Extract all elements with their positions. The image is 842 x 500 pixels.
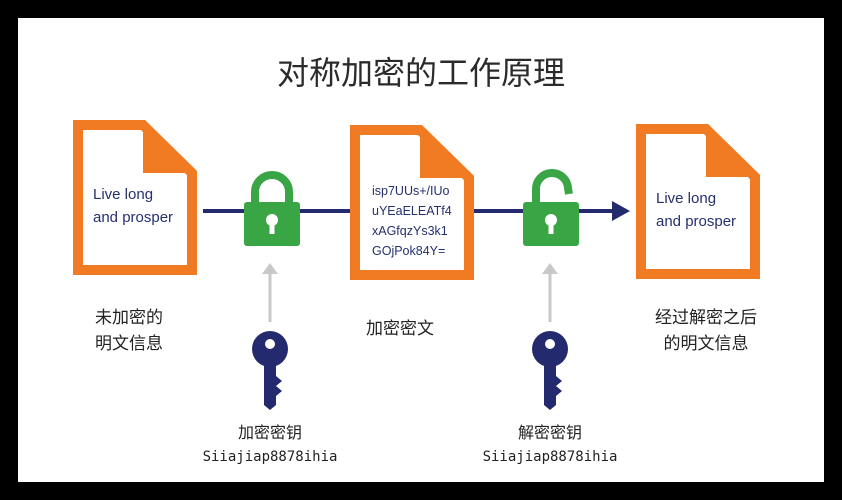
decrypted-label-line-2: 的明文信息	[663, 334, 749, 354]
ciphertext-label-line: 加密密文	[366, 319, 434, 339]
decrypted-label: 经过解密之后 的明文信息	[646, 305, 766, 357]
plaintext-document: Live long and prosper	[73, 120, 197, 275]
plaintext-label: 未加密的 明文信息	[95, 305, 163, 357]
ciphertext-label: 加密密文	[366, 316, 434, 342]
decrypt-key-value: Siiajiap8878ihia	[482, 449, 618, 465]
plaintext-line-2: and prosper	[93, 209, 174, 226]
decrypted-document: Live long and prosper	[636, 124, 760, 279]
encrypt-key-icon	[252, 331, 288, 410]
ciphertext-line-4: GOjPok84Y=	[372, 244, 446, 258]
plaintext-label-line-2: 明文信息	[95, 334, 163, 354]
ciphertext-text: isp7UUs+/IUo uYEaELEATf4 xAGfqzYs3k1 GOj…	[372, 181, 452, 261]
encrypt-key-value: Siiajiap8878ihia	[202, 449, 338, 465]
diagram-title: 对称加密的工作原理	[276, 54, 565, 92]
decrypt-key-label: 解密密钥 Siiajiap8878ihia	[465, 421, 635, 469]
decrypted-text: Live long and prosper	[656, 187, 736, 233]
decrypted-line-2: and prosper	[656, 213, 737, 230]
ciphertext-document: isp7UUs+/IUo uYEaELEATf4 xAGfqzYs3k1 GOj…	[350, 125, 474, 280]
plaintext-text: Live long and prosper	[93, 183, 173, 229]
encrypt-key-arrow	[262, 263, 278, 322]
ciphertext-line-2: uYEaELEATf4	[372, 204, 452, 218]
diagram-panel: 对称加密的工作原理 Live long and prosper isp7UUs+…	[18, 18, 824, 482]
plaintext-line-1: Live long	[93, 186, 154, 203]
lock-open-icon	[523, 169, 579, 246]
decrypt-key-title: 解密密钥	[517, 423, 582, 442]
ciphertext-line-3: xAGfqzYs3k1	[372, 224, 448, 238]
decrypt-key-arrow	[542, 263, 558, 322]
encrypt-key-label: 加密密钥 Siiajiap8878ihia	[185, 421, 355, 469]
decrypted-label-line-1: 经过解密之后	[655, 308, 757, 328]
decrypted-line-1: Live long	[656, 190, 717, 207]
encrypt-key-title: 加密密钥	[237, 423, 302, 442]
plaintext-label-line-1: 未加密的	[95, 308, 163, 328]
lock-closed-icon	[244, 171, 300, 246]
decrypt-key-icon	[532, 331, 568, 410]
ciphertext-line-1: isp7UUs+/IUo	[372, 184, 450, 198]
